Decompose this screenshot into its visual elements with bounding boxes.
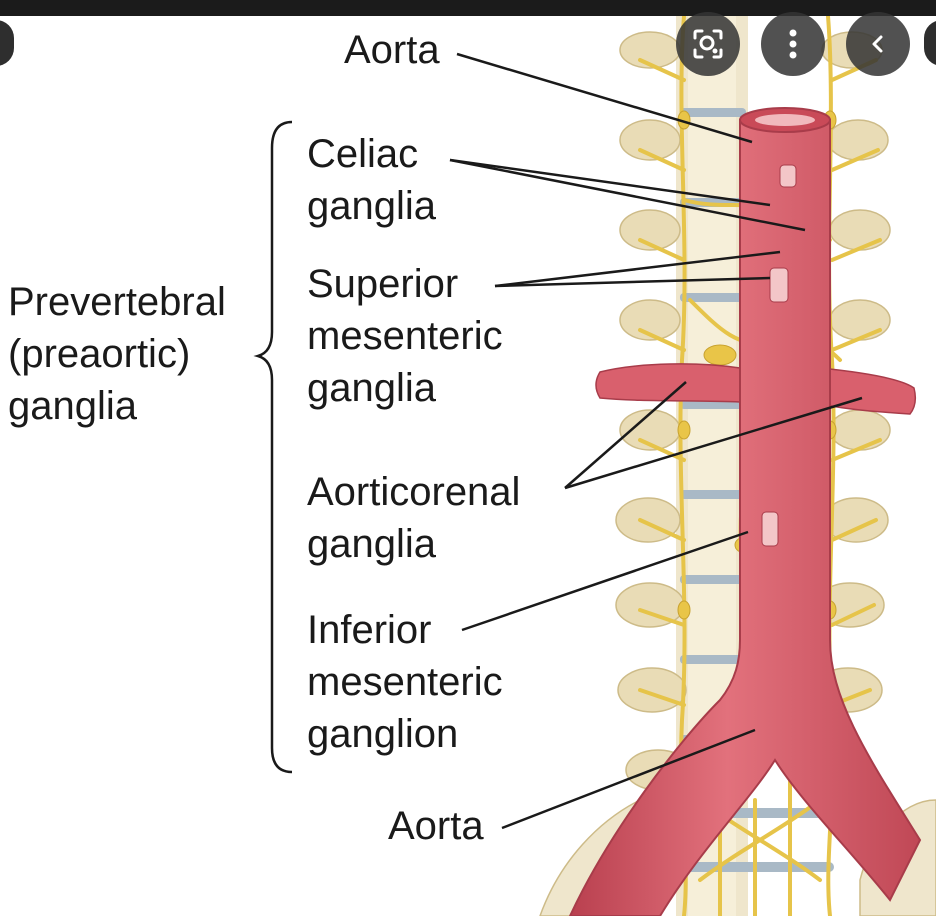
label-prevertebral-group: Prevertebral (preaortic) ganglia: [8, 280, 226, 428]
label-aorta-top: Aorta: [344, 28, 440, 72]
chevron-left-icon: [872, 35, 883, 53]
more-vertical-icon: [789, 29, 797, 59]
lens-search-icon: [693, 29, 723, 59]
back-button[interactable]: [846, 12, 910, 76]
group-brace: [253, 120, 293, 774]
label-aorticorenal-ganglia: Aorticorenal ganglia: [307, 470, 521, 566]
label-celiac-ganglia: Celiac ganglia: [307, 132, 437, 228]
edge-button-right[interactable]: [924, 20, 936, 66]
anatomy-illustration: [253, 16, 936, 916]
label-aorta-bottom: Aorta: [388, 804, 484, 848]
lens-search-button[interactable]: [676, 12, 740, 76]
label-superior-mesenteric-ganglia: Superior mesenteric ganglia: [307, 262, 503, 410]
edge-button-left[interactable]: [0, 20, 14, 66]
label-inferior-mesenteric-ganglion: Inferior mesenteric ganglion: [307, 608, 503, 756]
more-options-button[interactable]: [761, 12, 825, 76]
aorta: [568, 107, 922, 916]
leader-lines: [449, 52, 863, 830]
